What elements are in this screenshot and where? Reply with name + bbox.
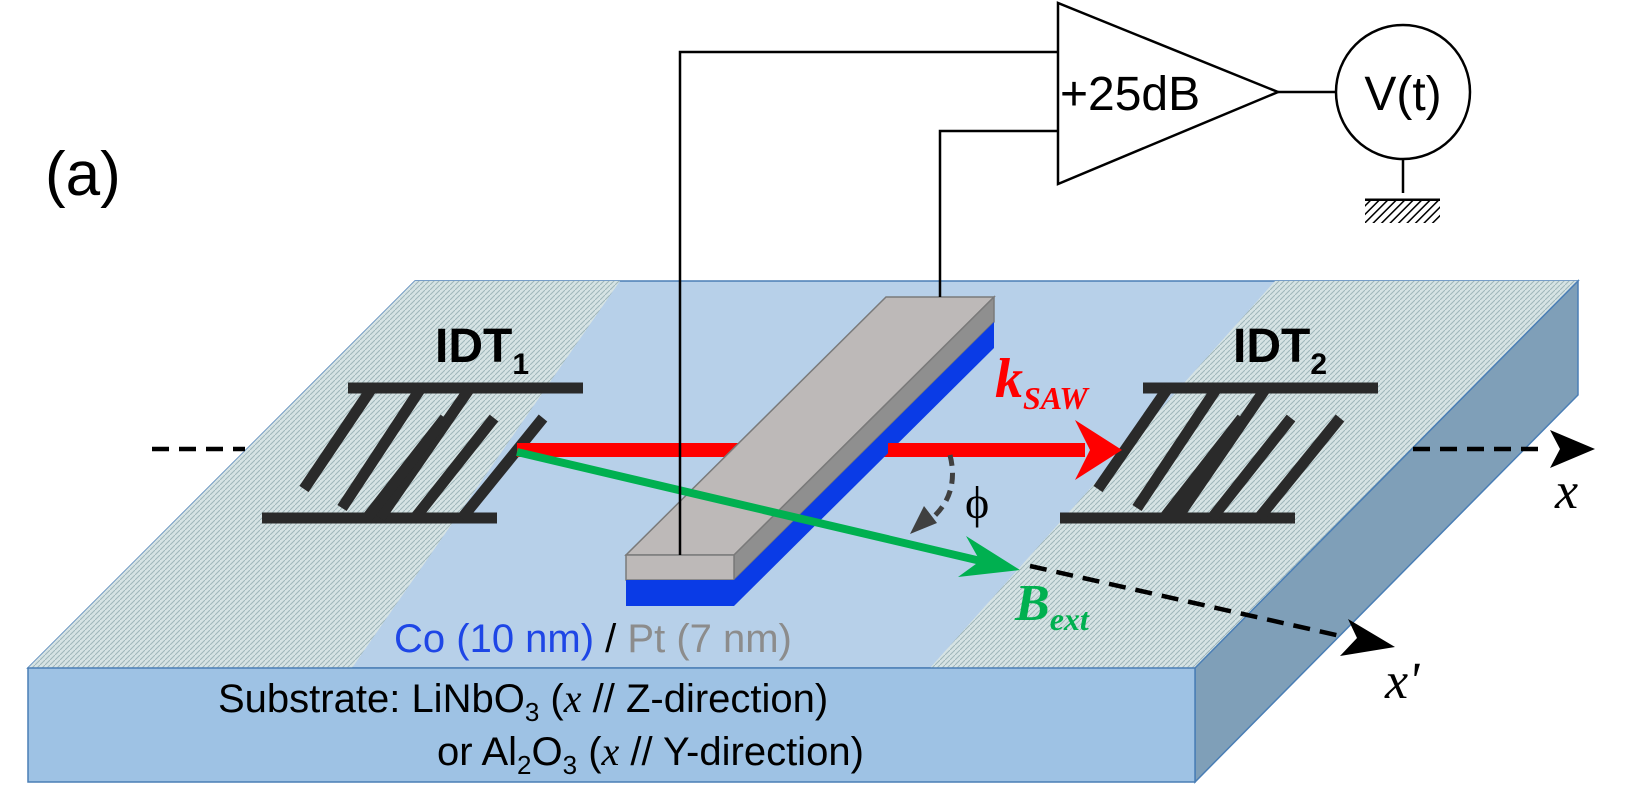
- substrate-line2-text-c: (: [577, 730, 602, 774]
- panel-label: (a): [45, 140, 121, 209]
- substrate-front-face: [27, 667, 1196, 783]
- idt2-label: IDT2: [1233, 320, 1327, 381]
- substrate-line2-text-a: or Al: [437, 730, 517, 774]
- substrate-line2-text-d: // Y-direction): [619, 730, 864, 774]
- substrate-line2-sub1: 2: [517, 750, 531, 780]
- substrate-line2-x: x: [601, 729, 620, 774]
- b-ext-label-sub: ext: [1050, 601, 1090, 637]
- voltmeter-label: V(t): [1364, 68, 1441, 121]
- b-ext-arrow: [516, 448, 1020, 577]
- x-axis-right: [1413, 430, 1595, 468]
- b-ext-label: Bext: [1014, 575, 1090, 637]
- substrate-line2-text-b: O: [532, 730, 563, 774]
- substrate-line1-x: x: [563, 676, 582, 721]
- substrate-line1-text-c: // Z-direction): [582, 677, 829, 721]
- pt-front-face: [625, 554, 735, 581]
- idt2-comb: [1060, 382, 1378, 524]
- pt-layer-label: Pt (7 nm): [627, 617, 791, 661]
- co-front-face: [626, 580, 734, 606]
- k-saw-label-base: k: [995, 348, 1023, 410]
- x-prime-axis-label: x': [1384, 653, 1420, 710]
- co-layer-label: Co (10 nm): [394, 617, 594, 661]
- amplifier-triangle: [1056, 1, 1282, 186]
- amplifier-gain-label: +25dB: [1060, 68, 1200, 121]
- co-side-face: [734, 322, 994, 606]
- voltmeter-circle: [1334, 23, 1472, 161]
- wires: [678, 50, 1405, 555]
- idt1-comb: [262, 382, 583, 524]
- substrate-line1-text-a: Substrate: LiNbO: [218, 677, 525, 721]
- idt1-region: [28, 281, 620, 668]
- co-pt-bar: [624, 295, 996, 606]
- idt1-label-base: IDT: [435, 320, 512, 373]
- idt2-label-sub: 2: [1310, 348, 1327, 381]
- phi-label: ϕ: [965, 477, 989, 528]
- layer-separator: /: [594, 617, 627, 661]
- substrate-line-1: Substrate: LiNbO3 (x // Z-direction): [218, 676, 828, 727]
- b-ext-label-base: B: [1014, 575, 1050, 632]
- substrate-line2-sub2: 3: [563, 750, 577, 780]
- idt2-label-base: IDT: [1233, 320, 1310, 373]
- idt1-label: IDT1: [435, 320, 529, 381]
- x-prime-axis: [1029, 563, 1395, 656]
- phi-angle-arc: [910, 454, 955, 534]
- idt2-region: [930, 281, 1578, 668]
- substrate-line-2: or Al2O3 (x // Y-direction): [437, 729, 864, 780]
- layers-label: Co (10 nm) / Pt (7 nm): [394, 617, 792, 661]
- ground-icon: [1365, 198, 1440, 223]
- x-axis-label: x: [1554, 463, 1578, 520]
- substrate-line1-text-b: (: [539, 677, 564, 721]
- idt1-label-sub: 1: [512, 348, 529, 381]
- k-saw-label: kSAW: [995, 348, 1090, 416]
- k-saw-label-sub: SAW: [1023, 380, 1090, 416]
- substrate-line1-sub: 3: [525, 697, 539, 727]
